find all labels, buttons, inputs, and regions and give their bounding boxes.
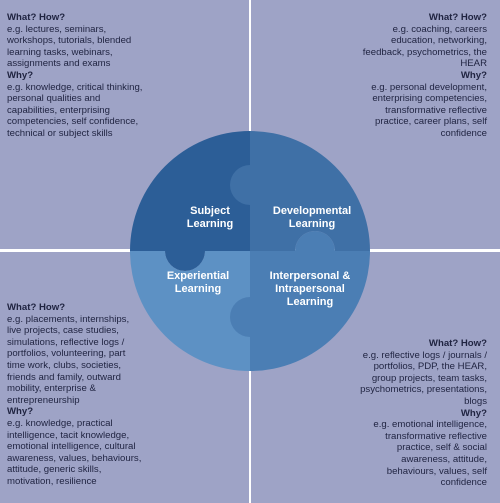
- bottom-left-why-line: motivation, resilience: [7, 475, 97, 487]
- segment-experiential: [130, 251, 270, 371]
- segment-interpersonal-label-line: Intrapersonal: [275, 283, 345, 295]
- top-left-why-line: e.g. knowledge, critical thinking,: [7, 81, 143, 93]
- segment-developmental-label-line: Learning: [288, 218, 336, 230]
- bottom-left-why-line: intelligence, tacit knowledge,: [7, 429, 130, 441]
- top-left-what-line: assignments and exams: [7, 58, 111, 70]
- segment-experiential-label-line: Experiential: [166, 270, 230, 282]
- bottom-right-why-heading: Why?: [460, 407, 487, 419]
- top-left-why-line: capabilities, enterprising: [7, 104, 110, 116]
- bottom-right-what-line: blogs: [464, 395, 487, 407]
- top-right-text: What? How? e.g. coaching, careers educat…: [363, 12, 487, 140]
- bottom-left-what-line: time work, clubs, societies,: [7, 359, 122, 371]
- bottom-right-what-line: group projects, team tasks,: [371, 372, 487, 384]
- segment-developmental-label-line: Developmental: [272, 205, 352, 217]
- bottom-right-what-heading: What? How?: [428, 338, 487, 349]
- bottom-left-what-line: entrepreneurship: [7, 394, 80, 406]
- bottom-left-what-heading: What? How?: [7, 302, 66, 313]
- bottom-right-text: What? How? e.g. reflective logs / journa…: [360, 338, 487, 489]
- segment-developmental: [230, 131, 370, 251]
- top-right-why-heading: Why?: [460, 69, 487, 81]
- top-left-what-line: learning tasks, webinars,: [7, 46, 113, 58]
- bottom-right-why-line: confidence: [440, 477, 487, 489]
- segment-interpersonal-label-line: Interpersonal &: [269, 270, 351, 282]
- top-right-what-heading: What? How?: [428, 12, 487, 23]
- top-left-what-heading: What? How?: [7, 12, 66, 23]
- bottom-left-what-line: e.g. placements, internships,: [7, 313, 130, 325]
- top-right-what-line: education, networking,: [391, 35, 487, 47]
- bottom-left-why-line: awareness, values, behaviours,: [7, 452, 142, 464]
- bottom-right-why-line: awareness, attitude,: [401, 453, 487, 465]
- top-left-why-line: competencies, self confidence,: [7, 116, 139, 128]
- top-right-what-line: HEAR: [460, 58, 487, 70]
- segment-developmental-label: Developmental Learning: [262, 205, 362, 231]
- bottom-right-why-line: behaviours, values, self: [386, 465, 487, 477]
- top-left-text: What? How? e.g. lectures, seminars, work…: [7, 12, 142, 140]
- top-right-why-line: transformative reflective: [385, 104, 487, 116]
- top-left-why-line: personal qualities and: [7, 93, 101, 105]
- segment-subject-label-line: Learning: [186, 218, 234, 230]
- bottom-left-why-heading: Why?: [7, 406, 34, 418]
- segment-interpersonal: [230, 231, 370, 371]
- top-right-what-line: feedback, psychometrics, the: [362, 46, 487, 58]
- top-left-what-line: workshops, tutorials, blended: [7, 35, 132, 47]
- top-left-what-line: e.g. lectures, seminars,: [7, 23, 107, 35]
- segment-subject-label-line: Subject: [190, 205, 230, 217]
- segment-interpersonal-label: Interpersonal & Intrapersonal Learning: [258, 270, 362, 309]
- top-right-why-line: practice, career plans, self: [375, 116, 487, 128]
- bottom-right-what-line: portfolios, PDP, the HEAR,: [373, 361, 487, 373]
- bottom-left-why-line: emotional intelligence, cultural: [7, 441, 136, 453]
- segment-experiential-label-line: Learning: [174, 283, 222, 295]
- segment-interpersonal-label-line: Learning: [286, 296, 334, 308]
- bottom-left-what-line: simulations, reflective logs /: [7, 336, 125, 348]
- bottom-left-what-line: portfolios, volunteering, part: [7, 348, 126, 360]
- top-left-why-heading: Why?: [7, 69, 34, 81]
- top-right-why-line: e.g. personal development,: [371, 81, 487, 93]
- bottom-right-what-line: psychometrics, presentations,: [360, 384, 487, 396]
- bottom-left-what-line: mobility, enterprise &: [7, 383, 96, 395]
- bottom-right-why-line: practice, self & social: [396, 442, 487, 454]
- bottom-right-why-line: e.g. emotional intelligence,: [373, 419, 487, 431]
- segment-experiential-label: Experiential Learning: [158, 270, 238, 296]
- bottom-left-text: What? How? e.g. placements, internships,…: [7, 302, 141, 488]
- segment-subject-label: Subject Learning: [178, 205, 242, 231]
- bottom-right-why-line: transformative reflective: [385, 430, 487, 442]
- top-right-what-line: e.g. coaching, careers: [392, 23, 487, 35]
- top-right-why-line: confidence: [440, 127, 487, 139]
- segment-subject: [130, 131, 270, 271]
- bottom-left-what-line: live projects, case studies,: [7, 325, 119, 337]
- top-right-why-line: enterprising competencies,: [372, 93, 487, 105]
- bottom-left-what-line: friends and family, outward: [7, 371, 121, 383]
- bottom-right-what-line: e.g. reflective logs / journals /: [362, 349, 487, 361]
- bottom-left-why-line: attitude, generic skills,: [7, 464, 102, 476]
- bottom-left-why-line: e.g. knowledge, practical: [7, 417, 113, 429]
- top-left-why-line: technical or subject skills: [7, 127, 113, 139]
